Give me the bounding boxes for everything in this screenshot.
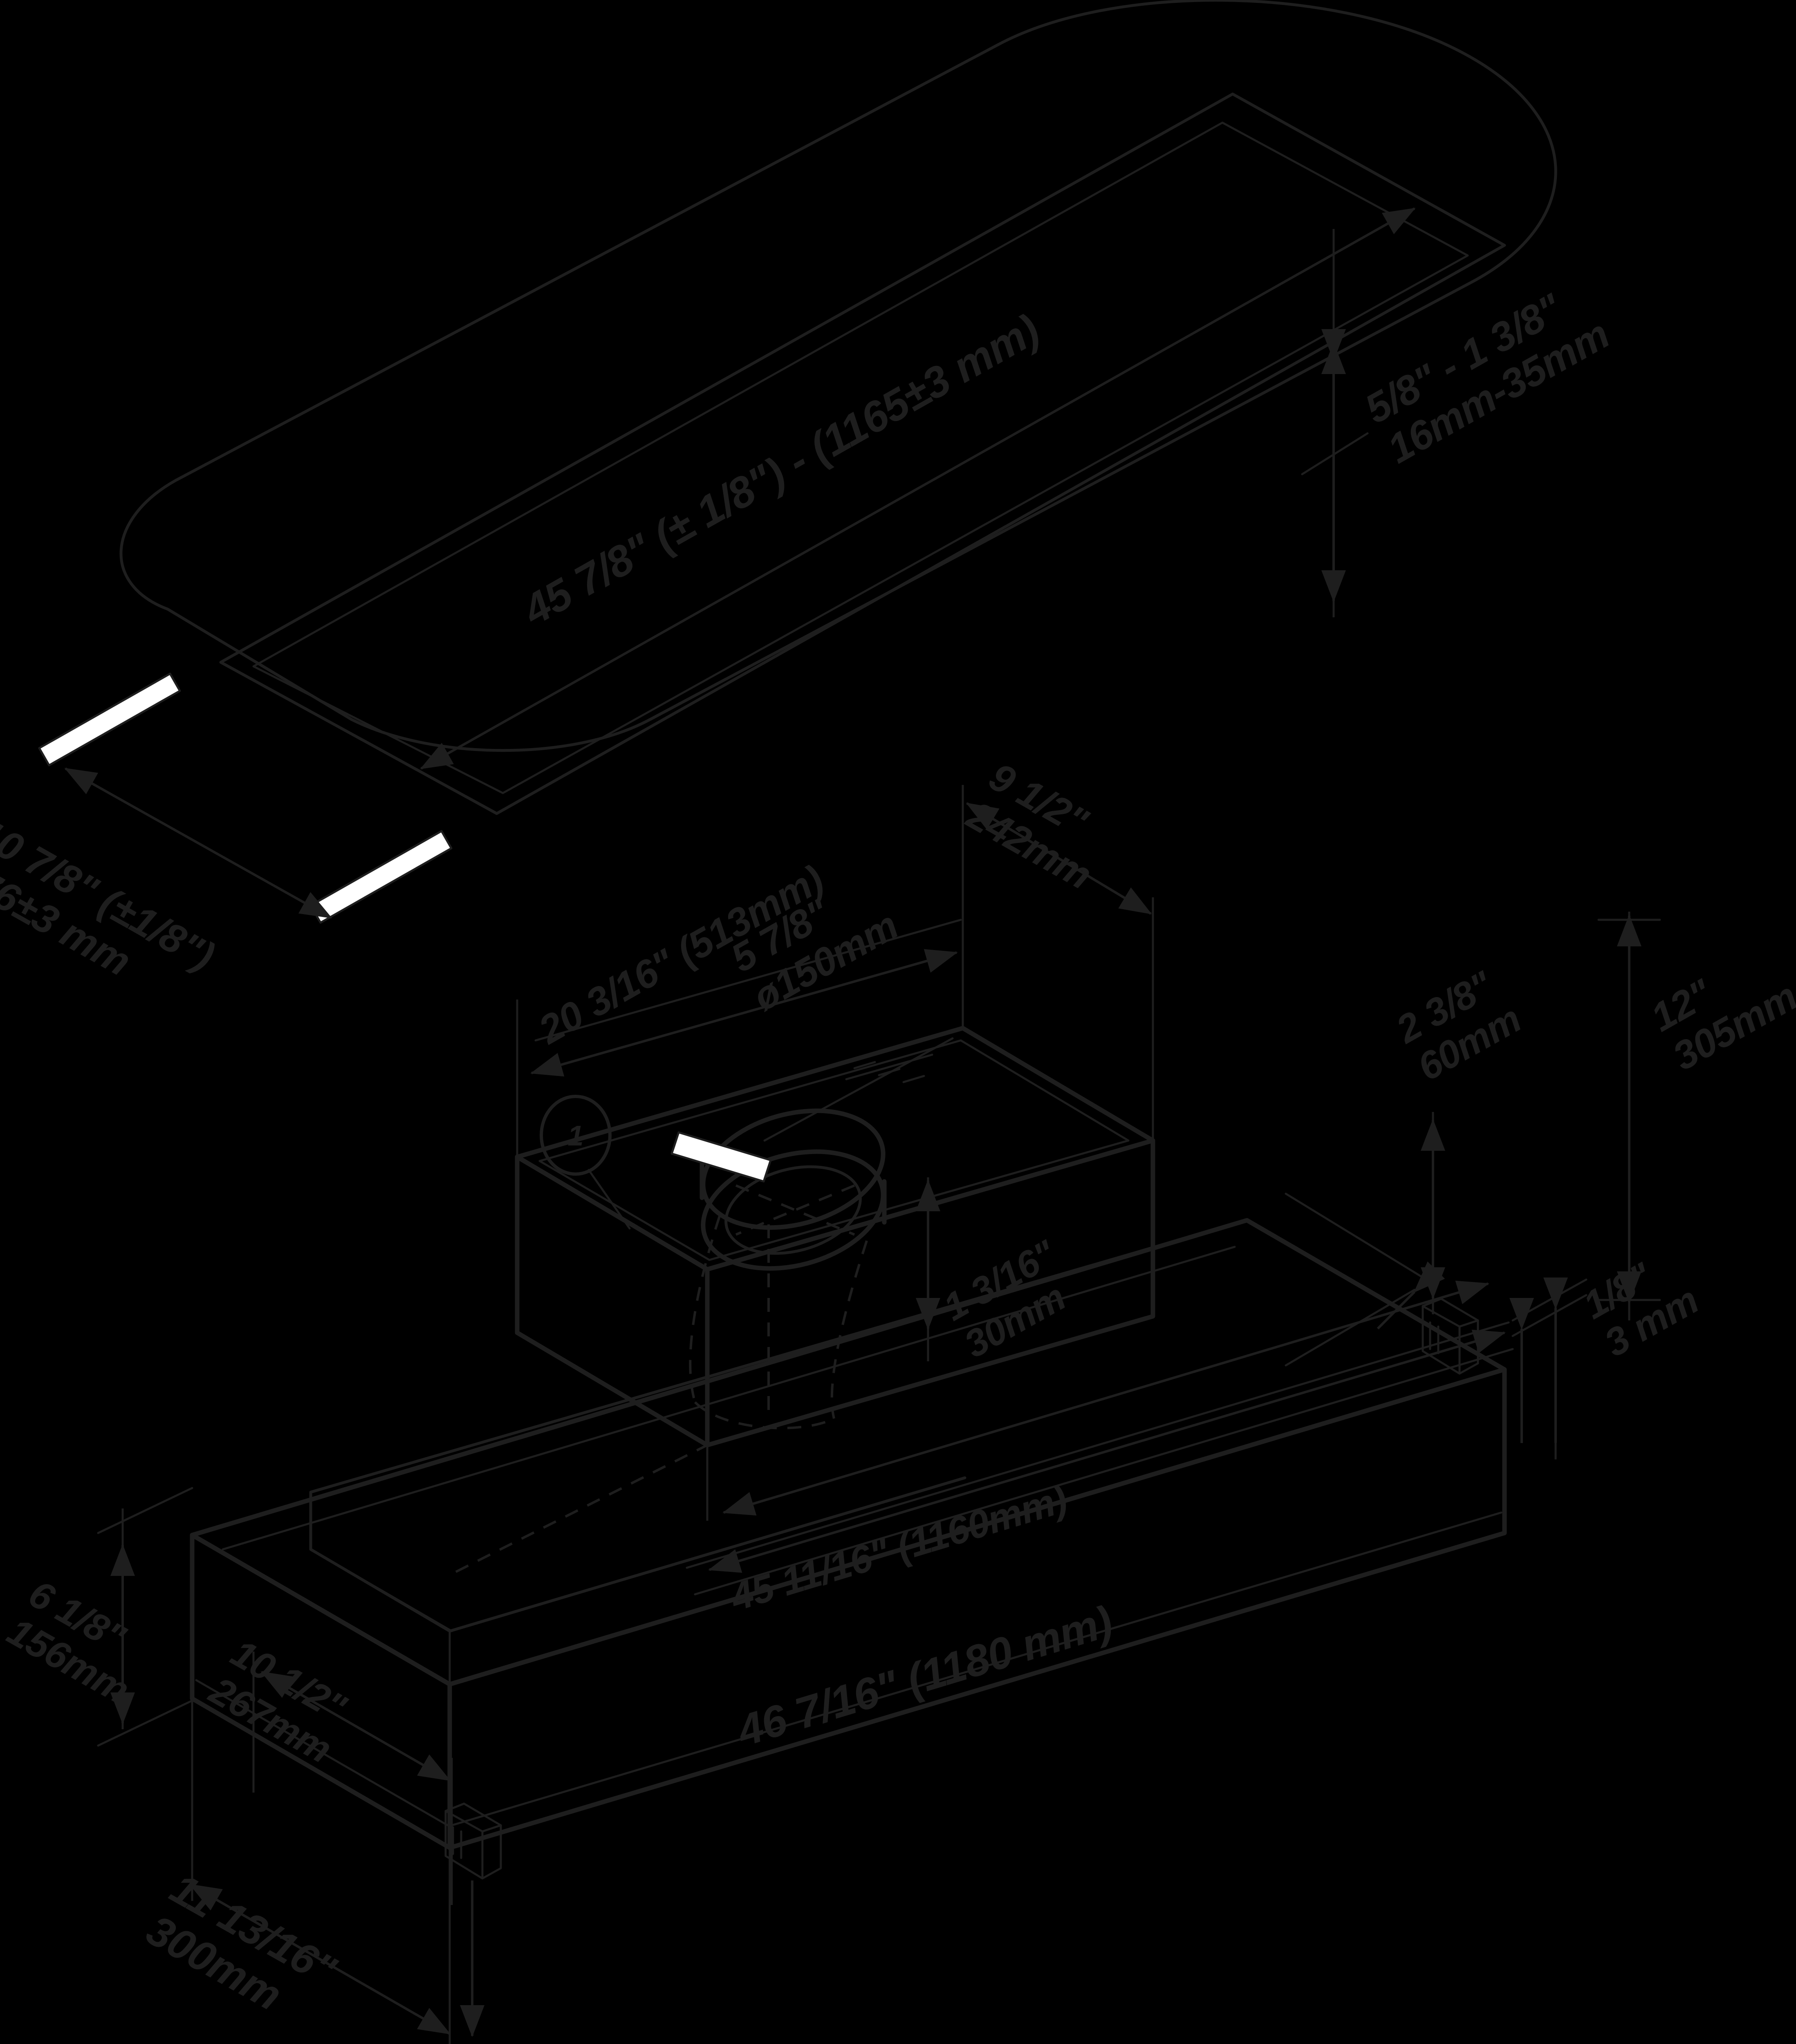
countertop-cutout-group — [38, 0, 1557, 924]
highlight-marker-right — [309, 830, 453, 924]
callout-number-1: 1 — [568, 1120, 584, 1152]
hood-body-group — [97, 912, 1661, 2044]
highlight-marker-duct — [670, 1131, 772, 1183]
callout-circle-1 — [540, 1095, 612, 1176]
highlight-marker-left — [38, 672, 181, 766]
